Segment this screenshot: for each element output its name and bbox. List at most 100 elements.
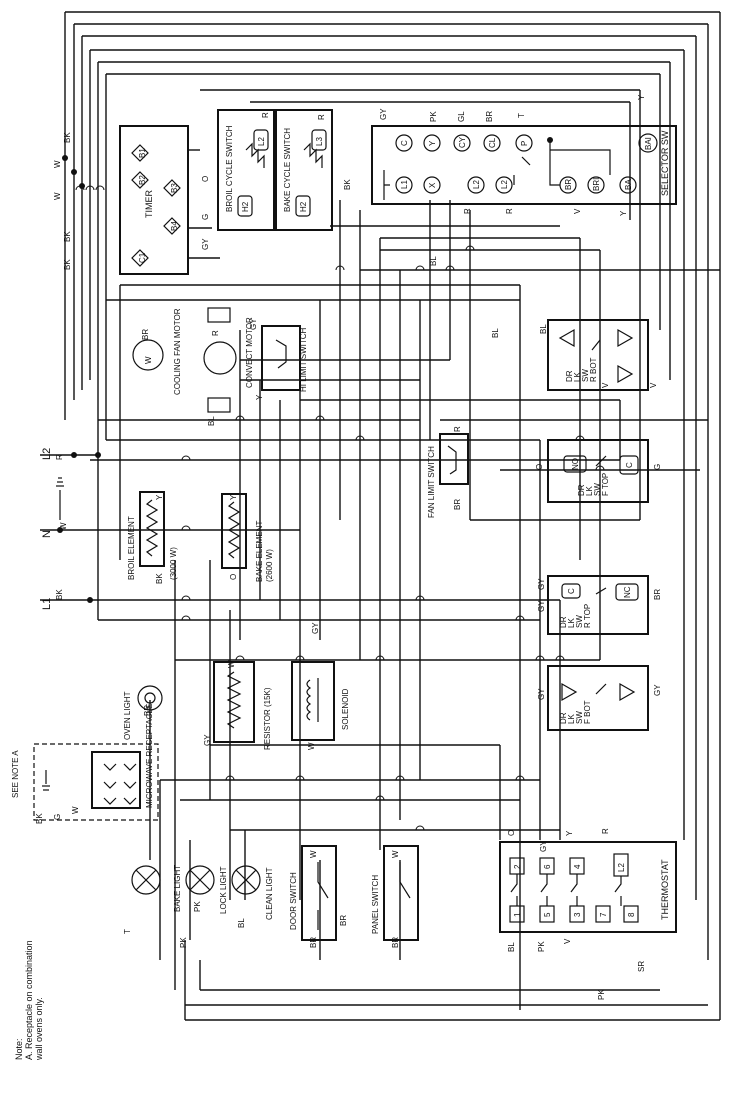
- svg-text:GY: GY: [653, 684, 662, 696]
- thermostat-terminal-4: 4: [569, 857, 585, 875]
- svg-text:B1: B1: [138, 148, 147, 158]
- svg-text:NC: NC: [623, 586, 632, 598]
- n-label: N: [41, 530, 53, 538]
- svg-text:W: W: [53, 192, 62, 200]
- lock-light: LOCK LIGHT: [185, 865, 228, 914]
- svg-text:GY: GY: [203, 734, 212, 746]
- svg-text:PK: PK: [193, 901, 202, 912]
- hi-limit-switch: HI LIMIT SWITCH: [261, 325, 308, 392]
- svg-text:R: R: [601, 828, 610, 834]
- solenoid: SOLENOID: [291, 661, 350, 741]
- svg-text:GY: GY: [311, 622, 320, 634]
- svg-text:GY: GY: [537, 600, 546, 612]
- svg-text:5: 5: [543, 912, 552, 917]
- svg-text:Y: Y: [619, 210, 628, 216]
- svg-text:R TOP: R TOP: [583, 604, 592, 628]
- selector-terminal-br: BR: [559, 176, 577, 194]
- microwave-receptacle-label: MICROWAVE RECEPTACLE: [145, 704, 154, 808]
- svg-text:DR: DR: [577, 484, 586, 496]
- resistor: RESISTOR (15K): [213, 661, 272, 750]
- svg-text:H2: H2: [241, 201, 250, 212]
- svg-text:BR: BR: [564, 179, 573, 190]
- resistor-label: RESISTOR (15K): [263, 687, 272, 750]
- selector-terminal-p: P: [515, 134, 533, 152]
- svg-text:6: 6: [543, 864, 552, 869]
- svg-text:B4: B4: [170, 221, 179, 231]
- svg-text:GY: GY: [539, 840, 548, 852]
- svg-text:BR: BR: [391, 937, 400, 948]
- svg-text:W: W: [391, 850, 400, 858]
- svg-text:BR: BR: [143, 705, 152, 716]
- svg-text:DR: DR: [565, 370, 574, 382]
- svg-text:R BOT: R BOT: [589, 357, 598, 382]
- svg-text:C: C: [625, 462, 634, 468]
- svg-text:LK: LK: [567, 714, 576, 724]
- thermostat-terminal-7: 7: [595, 905, 611, 923]
- timer-terminal-b3: B3: [163, 179, 181, 197]
- bake-cycle-switch: BAKE CYCLE SWITCH L3 H2: [275, 109, 333, 231]
- thermostat-terminal-1: 1: [509, 905, 525, 923]
- svg-text:BR: BR: [309, 937, 318, 948]
- svg-text:W: W: [309, 850, 318, 858]
- svg-text:O: O: [507, 830, 516, 836]
- broil-element-rating: (3000 W): [169, 547, 178, 580]
- svg-text:GY: GY: [379, 108, 388, 120]
- svg-text:BL: BL: [507, 942, 516, 952]
- svg-text:R: R: [505, 208, 514, 214]
- svg-text:Y: Y: [155, 494, 164, 500]
- svg-text:BR: BR: [141, 329, 150, 340]
- svg-text:SR: SR: [637, 961, 646, 972]
- svg-text:Y: Y: [255, 394, 264, 400]
- selector-terminal-cy: CY: [453, 134, 471, 152]
- broil-cycle-switch-label: BROIL CYCLE SWITCH: [225, 125, 234, 212]
- svg-text:T: T: [517, 113, 526, 118]
- svg-text:W: W: [59, 522, 68, 530]
- timer-terminal-b2: B2: [131, 171, 149, 189]
- svg-text:F TOP: F TOP: [601, 473, 610, 496]
- hi-limit-switch-label: HI LIMIT SWITCH: [299, 327, 308, 392]
- svg-text:B2: B2: [138, 175, 147, 185]
- selector-switch-label: SELECTOR SW: [660, 130, 670, 196]
- note-line-1: A. Receptacle on combination: [24, 940, 34, 1060]
- svg-text:W: W: [307, 742, 316, 750]
- broil-cycle-switch: BROIL CYCLE SWITCH L2 H2: [217, 109, 275, 231]
- svg-text:Y: Y: [428, 140, 437, 146]
- svg-text:BK: BK: [55, 589, 64, 600]
- svg-text:H2: H2: [299, 201, 308, 212]
- note-block: Note: A. Receptacle on combination wall …: [14, 940, 44, 1061]
- svg-text:R: R: [463, 208, 472, 214]
- thermostat-terminal-8: 8: [623, 905, 639, 923]
- dr-lk-sw-r-bot: DR LK SW R BOT: [547, 319, 649, 391]
- svg-text:W: W: [227, 660, 236, 668]
- svg-text:DR: DR: [559, 616, 568, 628]
- l1-label: L1: [41, 598, 53, 610]
- bake-light-label: BAKE LIGHT: [173, 865, 182, 912]
- convect-motor-label: CONVECT MOTOR: [245, 317, 254, 388]
- svg-text:BR: BR: [453, 499, 462, 510]
- svg-text:BR: BR: [485, 111, 494, 122]
- svg-text:PK: PK: [537, 941, 546, 952]
- svg-text:BK: BK: [343, 179, 352, 190]
- svg-text:BL: BL: [429, 256, 438, 266]
- wire-color-labels: R R BK BL R R V Y BL V V BL R BR O G GY …: [35, 112, 662, 1000]
- svg-text:G: G: [653, 464, 662, 470]
- thermostat-terminal-6: 6: [539, 857, 555, 875]
- svg-text:BK: BK: [63, 132, 72, 143]
- timer-wire-g: G: [201, 214, 210, 220]
- svg-text:W: W: [53, 160, 62, 168]
- solenoid-label: SOLENOID: [341, 688, 350, 730]
- selector-terminal-ba: BA: [619, 176, 637, 194]
- svg-text:GL: GL: [457, 111, 466, 122]
- oven-light-label: OVEN LIGHT: [123, 691, 132, 740]
- svg-text:R: R: [55, 454, 64, 460]
- thermostat-terminal-5: 5: [539, 905, 555, 923]
- svg-text:BAI: BAI: [644, 137, 653, 150]
- svg-text:P: P: [520, 141, 529, 146]
- timer-terminal-b1: B1: [131, 144, 149, 162]
- svg-text:L1: L1: [400, 180, 409, 189]
- svg-text:V: V: [649, 382, 658, 388]
- svg-text:BR: BR: [653, 589, 662, 600]
- thermostat-terminal-3: 3: [569, 905, 585, 923]
- selector-terminal-l1: L1: [395, 176, 413, 194]
